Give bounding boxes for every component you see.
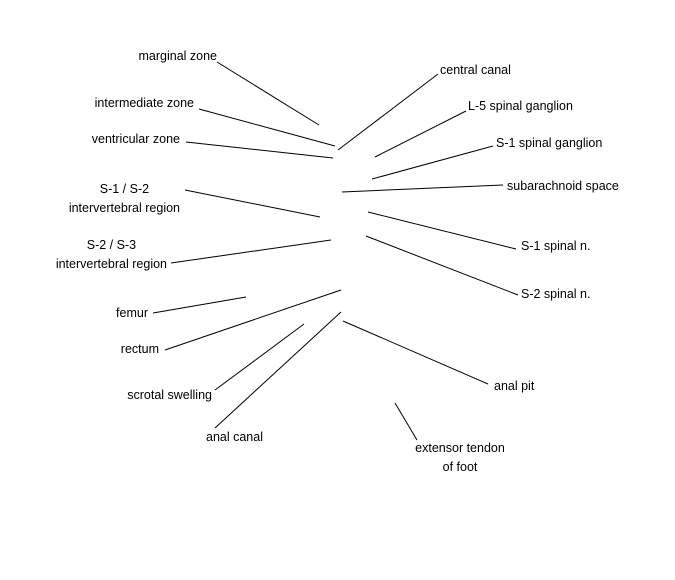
leader-s1-spinal-n [367,211,517,250]
label-s1-spinal-ganglion: S-1 spinal ganglion [496,136,603,150]
label-anal-pit: anal pit [494,379,535,393]
label-s1-spinal-n: S-1 spinal n. [521,239,591,253]
label-scrotal-swelling: scrotal swelling [127,388,212,402]
leader-anal-canal [214,311,342,429]
label-central-canal: central canal [440,63,511,77]
label-marginal-zone: marginal zone [138,49,217,63]
label-subarachnoid-space: subarachnoid space [507,179,619,193]
leader-extensor-tendon [394,402,418,441]
label-anal-canal: anal canal [206,430,263,444]
leader-ventricular-zone [185,141,334,159]
label-s2-s3-region: S-2 / S-3 intervertebral region [55,238,167,271]
leader-subarachnoid-space [341,184,504,193]
leader-anal-pit [342,320,489,385]
label-extensor-tendon: extensor tendon of foot [415,441,505,474]
label-intermediate-zone: intermediate zone [94,96,194,110]
leader-l5-spinal-ganglion [374,110,467,158]
label-ventricular-zone: ventricular zone [91,132,180,146]
leader-rectum [164,289,342,351]
leader-marginal-zone [216,61,320,126]
leader-femur [152,296,247,314]
leader-s2-spinal-n [365,235,519,296]
label-femur: femur [116,306,148,320]
leader-scrotal-swelling [214,323,305,391]
leader-central-canal [337,73,439,151]
leader-s1-spinal-ganglion [371,145,494,180]
label-s2-spinal-n: S-2 spinal n. [521,287,591,301]
label-s1-s2-region: S-1 / S-2 intervertebral region [68,182,180,215]
label-rectum: rectum [120,342,159,356]
label-l5-spinal-ganglion: L-5 spinal ganglion [468,99,573,113]
leader-intermediate-zone [198,108,336,147]
leader-s2-s3-region [170,239,332,264]
leader-s1-s2-region [184,189,321,218]
